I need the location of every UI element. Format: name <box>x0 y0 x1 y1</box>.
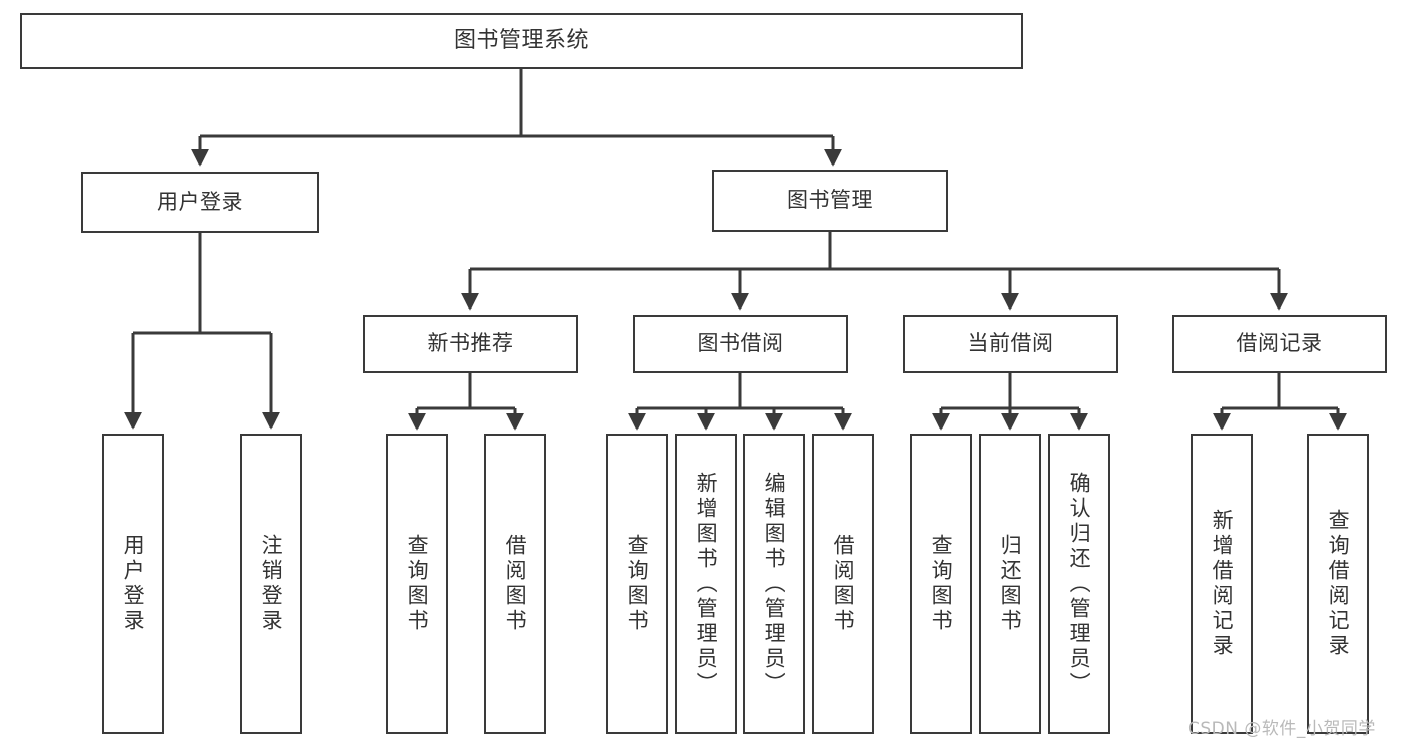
leaf-query-book-borrow[interactable]: 查询图书 <box>606 434 668 734</box>
leaf-user-login[interactable]: 用户登录 <box>102 434 164 734</box>
leaf-borrow-book[interactable]: 借阅图书 <box>812 434 874 734</box>
leaf-borrow-book-new[interactable]: 借阅图书 <box>484 434 546 734</box>
leaf-query-book-new[interactable]: 查询图书 <box>386 434 448 734</box>
leaf-return-book[interactable]: 归还图书 <box>979 434 1041 734</box>
leaf-logout[interactable]: 注销登录 <box>240 434 302 734</box>
leaf-query-borrow-record[interactable]: 查询借阅记录 <box>1307 434 1369 734</box>
node-book-borrow[interactable]: 图书借阅 <box>633 315 848 373</box>
leaf-add-borrow-record[interactable]: 新增借阅记录 <box>1191 434 1253 734</box>
node-new-book-recommend[interactable]: 新书推荐 <box>363 315 578 373</box>
leaf-add-book[interactable]: 新增图书（管理员） <box>675 434 737 734</box>
leaf-confirm-return[interactable]: 确认归还（管理员） <box>1048 434 1110 734</box>
node-user-login[interactable]: 用户登录 <box>81 172 319 233</box>
csdn-watermark: CSDN @软件_小贺同学 <box>1188 719 1376 739</box>
leaf-edit-book[interactable]: 编辑图书（管理员） <box>743 434 805 734</box>
node-borrow-record[interactable]: 借阅记录 <box>1172 315 1387 373</box>
leaf-query-book-current[interactable]: 查询图书 <box>910 434 972 734</box>
node-book-management-system[interactable]: 图书管理系统 <box>20 13 1023 69</box>
node-book-management[interactable]: 图书管理 <box>712 170 948 232</box>
node-current-borrow[interactable]: 当前借阅 <box>903 315 1118 373</box>
